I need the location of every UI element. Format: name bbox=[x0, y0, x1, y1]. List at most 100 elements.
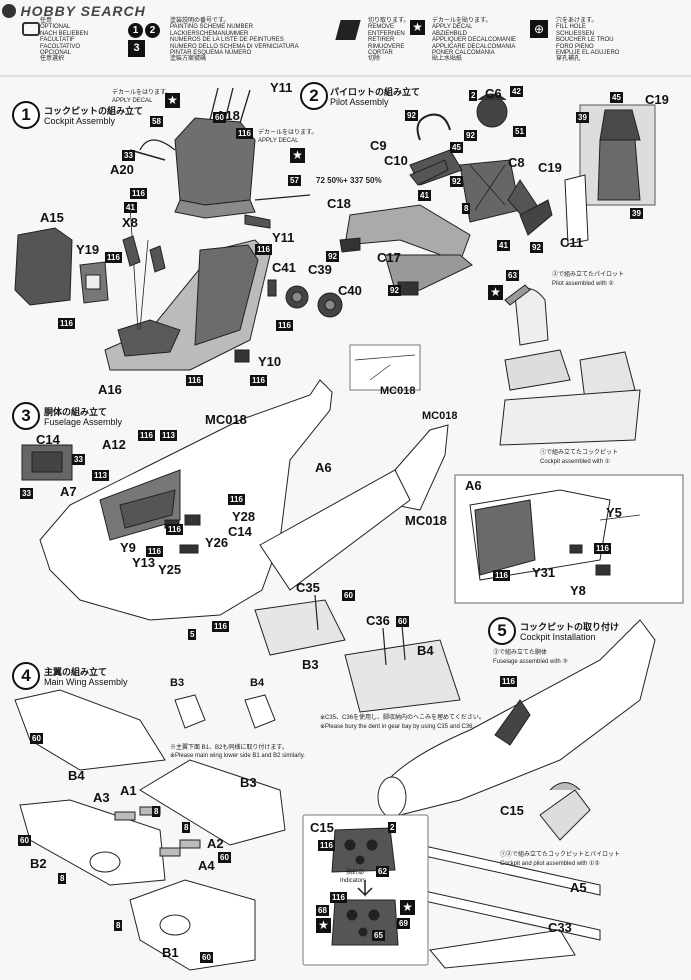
part-label: C39 bbox=[308, 262, 332, 277]
part-label: Y9 bbox=[120, 540, 136, 555]
part-label: Y11 bbox=[270, 80, 293, 95]
part-label: C9 bbox=[370, 138, 387, 153]
paint-badge: 8 bbox=[152, 806, 161, 817]
part-label: A2 bbox=[207, 836, 224, 851]
part-label: Y31 bbox=[532, 565, 556, 580]
fuselage-assembled-note-jp: ③で組み立てた胴体 bbox=[493, 650, 548, 656]
legend-text: デカールを貼ります。 bbox=[432, 18, 492, 24]
legend-text: BOUCHER LE TROU bbox=[556, 37, 614, 44]
legend-text: ABZIEHBILD bbox=[432, 30, 468, 37]
step-5-title-jp: コックピットの取り付け bbox=[520, 622, 620, 632]
legend-text: CORTAR bbox=[368, 50, 393, 57]
legend-text: RETIRER bbox=[368, 37, 395, 44]
part-label: A1 bbox=[120, 783, 137, 798]
part-label: C8 bbox=[508, 155, 525, 170]
part-label: C10 bbox=[384, 153, 408, 168]
paint-badge: 57 bbox=[288, 175, 301, 186]
paint-badge: 68 bbox=[316, 905, 329, 916]
paint-badge: 42 bbox=[510, 86, 523, 97]
part-label: Y10 bbox=[258, 354, 282, 369]
step-4-title-jp: 主翼の組み立て bbox=[44, 667, 108, 677]
paint-mix-note: 72 50%+ 337 50% bbox=[316, 176, 382, 185]
step-5-number: 5 bbox=[488, 617, 516, 645]
part-label: C14 bbox=[228, 524, 252, 539]
legend-text: RIMUOVERE bbox=[368, 43, 405, 50]
paint-badge: 39 bbox=[576, 112, 589, 123]
legend-text: OPTIONAL bbox=[40, 24, 71, 31]
legend-text: 穴をあけます。 bbox=[556, 18, 598, 24]
part-label: A6 bbox=[465, 478, 482, 493]
legend-text: FACOLTATIVO bbox=[40, 43, 81, 50]
paint-badge: 116 bbox=[146, 546, 163, 557]
indicators-note-en: Indicators bbox=[340, 878, 367, 884]
part-label: B3 bbox=[302, 657, 319, 672]
paint-badge: 41 bbox=[497, 240, 510, 251]
legend-text: 塗裝方案號碼 bbox=[170, 56, 207, 63]
part-label: B4 bbox=[250, 677, 265, 689]
legend-text: FORO PIENO bbox=[556, 43, 594, 50]
paint-badge: 116 bbox=[594, 543, 611, 554]
paint-badge: 2 bbox=[388, 822, 397, 833]
paint-badge: 116 bbox=[105, 252, 122, 263]
legend-text: ENTFERNEN bbox=[368, 30, 405, 37]
paint-badge: 33 bbox=[122, 150, 135, 161]
part-label: A7 bbox=[60, 484, 77, 499]
part-label: C41 bbox=[272, 260, 296, 275]
paint-badge: 45 bbox=[450, 142, 463, 153]
step-1-title-en: Cockpit Assembly bbox=[44, 116, 116, 126]
paint-badge: 116 bbox=[228, 494, 245, 505]
part-label: C11 bbox=[560, 235, 584, 250]
paint-badge: 60 bbox=[18, 835, 31, 846]
part-label: C15 bbox=[500, 803, 524, 818]
pilot-assembled-note-en: Pilot assembled with ② bbox=[552, 281, 614, 287]
paint-badge: 116 bbox=[212, 621, 229, 632]
legend-text: EMPUJE EL AGUJERO bbox=[556, 50, 620, 57]
paint-badge: 60 bbox=[396, 616, 409, 627]
cockpit-installation-drawing bbox=[302, 619, 656, 969]
wing-note-jp: ※主翼下面 B1、B2も同様に取り付けます。 bbox=[170, 745, 288, 751]
painting-scheme-icon-3: 3 bbox=[128, 40, 145, 57]
paint-badge: 8 bbox=[182, 822, 191, 833]
paint-badge: 60 bbox=[213, 112, 226, 123]
legend-text: 切り取ります。 bbox=[368, 18, 410, 24]
legend-text: NACH BELIEBEN bbox=[40, 30, 89, 37]
legend-remove: 切り取ります。 REMOVE ENTFERNEN RETIRER RIMUOVE… bbox=[368, 18, 409, 63]
part-label: C33 bbox=[548, 920, 572, 935]
part-label: B4 bbox=[68, 768, 85, 783]
part-label: C35 bbox=[296, 580, 320, 595]
legend-text: PAINTING SCHEME NUMBER bbox=[170, 24, 253, 31]
fill-hole-icon: ⊕ bbox=[530, 20, 548, 38]
indicators-note-jp: 指針部 bbox=[346, 870, 365, 876]
part-label: C15 bbox=[310, 820, 334, 835]
part-label: Y11 bbox=[272, 230, 295, 245]
legend-text: 任意選択 bbox=[40, 56, 65, 63]
paint-badge: 2 bbox=[469, 90, 478, 101]
step-3-title-en: Fuselage Assembly bbox=[44, 417, 123, 427]
pilot-assembly-drawing bbox=[339, 93, 656, 446]
decal-star-icon: ★ bbox=[316, 918, 331, 933]
decal-note-en: APPLY DECAL bbox=[112, 98, 153, 104]
step-2-title-en: Pilot Assembly bbox=[330, 97, 389, 107]
paint-badge: 116 bbox=[130, 188, 147, 199]
legend-text: 塗装説明の番号です。 bbox=[170, 18, 230, 24]
decal-star-icon: ★ bbox=[488, 285, 503, 300]
paint-badge: 5 bbox=[188, 629, 197, 640]
wing-note-en: ※Please main wing lower side B1 and B2 s… bbox=[170, 753, 305, 759]
part-label: C14 bbox=[36, 432, 60, 447]
legend-text: 貼上水貼紙 bbox=[432, 56, 463, 63]
part-label: Y5 bbox=[606, 505, 622, 520]
step-1-title-jp: コックピットの組み立て bbox=[44, 106, 144, 116]
paint-badge: 58 bbox=[150, 116, 163, 127]
part-label: C6 bbox=[485, 86, 502, 101]
cockpit-assembled-note-jp: ①で組み立てたコックピット bbox=[540, 450, 619, 456]
paint-badge: 116 bbox=[138, 430, 155, 441]
step-5-title-en: Cockpit Installation bbox=[520, 632, 596, 642]
legend-text: OPCIONAL bbox=[40, 50, 72, 57]
cockpit-assembled-note-en: Cockpit assembled with ① bbox=[540, 459, 611, 465]
legend-text: FACULTATIF bbox=[40, 37, 75, 44]
step-2-title-jp: パイロットの組み立て bbox=[330, 87, 421, 97]
legend-text: NUMEROS DE LA LISTE DE PEINTURES bbox=[170, 37, 284, 44]
legend-text: APPLICARE DECALCOMANIA bbox=[432, 43, 516, 50]
paint-badge: 116 bbox=[236, 128, 253, 139]
legend-text: APPLIQUER DECALCOMANIE bbox=[432, 37, 517, 44]
